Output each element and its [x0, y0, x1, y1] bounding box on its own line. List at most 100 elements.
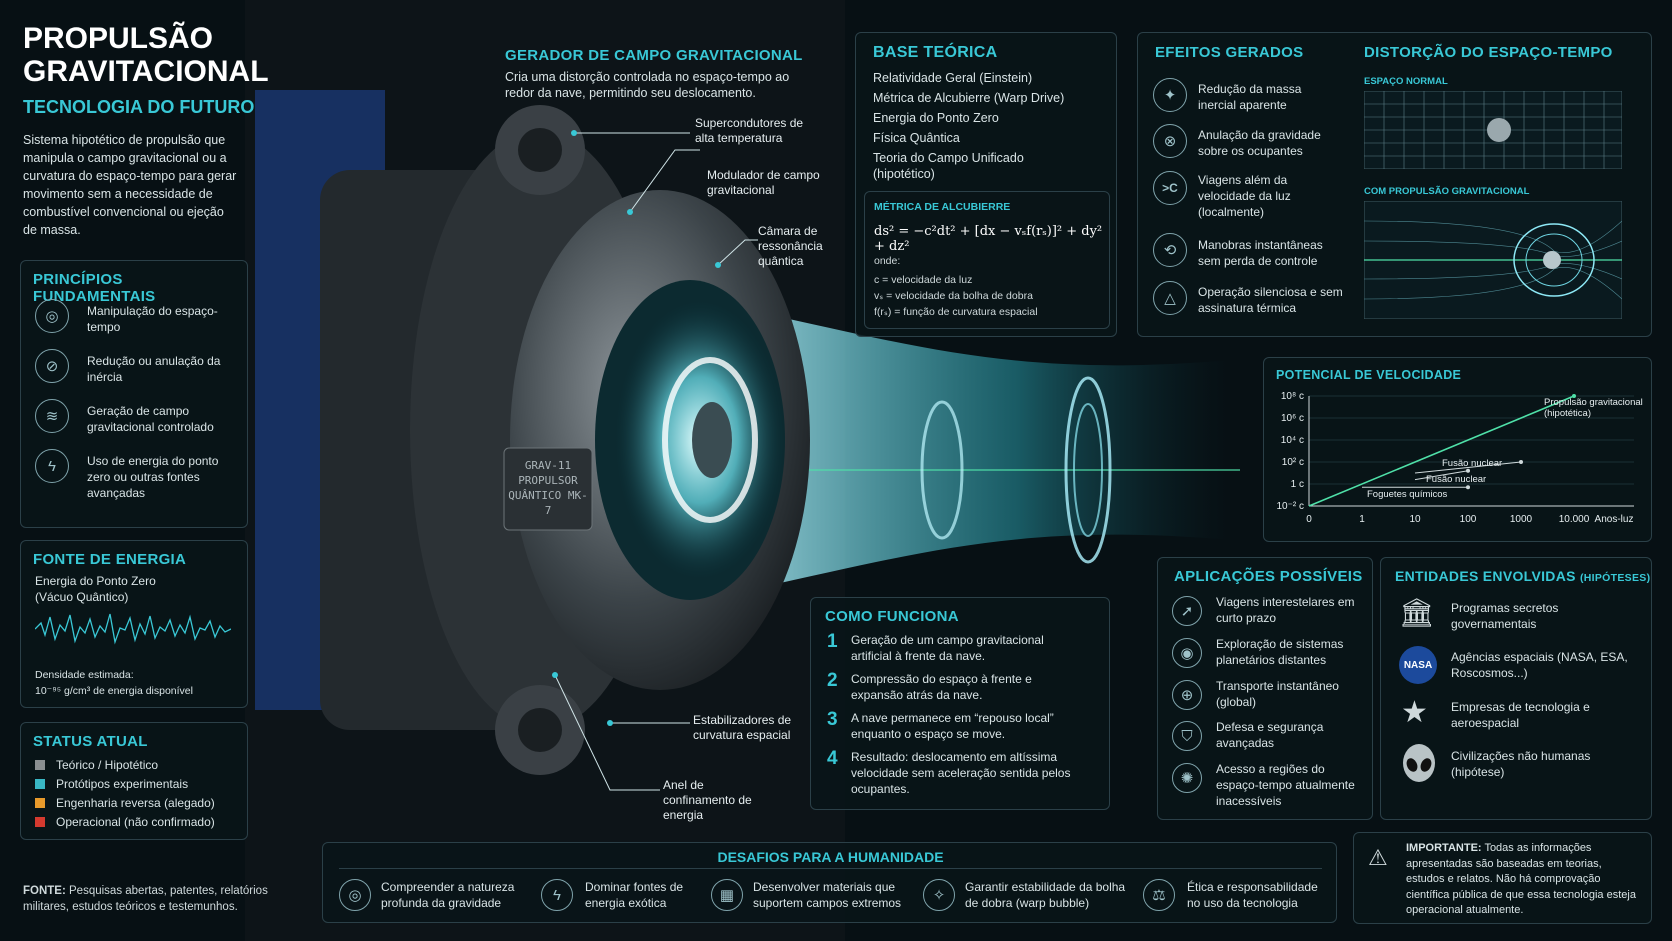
callout-modulator: Modulador de campo gravitacional	[707, 168, 820, 197]
maneuver-icon: ⟲	[1153, 233, 1187, 267]
challenges-title: DESAFIOS PARA A HUMANIDADE	[717, 849, 944, 865]
application-item: Exploração de sistemas planetários dista…	[1216, 637, 1344, 667]
aerospace-icon: ★	[1401, 696, 1428, 729]
theory-title: BASE TEÓRICA	[873, 44, 998, 61]
metric-def: vₛ = velocidade da bolha de dobra	[874, 290, 1033, 302]
x-axis-label: Anos-luz	[1595, 514, 1634, 525]
status-item: Engenharia reversa (alegado)	[56, 796, 215, 810]
principles-panel: PRINCÍPIOS FUNDAMENTAIS ◎ Manipulação do…	[20, 260, 248, 528]
metric-where: onde:	[874, 255, 901, 267]
principle-item: Redução ou anulação da inércia	[87, 354, 221, 384]
step-text: Resultado: deslocamento em altíssima vel…	[851, 750, 1071, 796]
energy-icon: ϟ	[35, 449, 69, 483]
page-subtitle: TECNOLOGIA DO FUTURO	[23, 97, 255, 117]
x-tick-label: 1000	[1510, 514, 1533, 525]
no-inertia-icon: ⊘	[35, 349, 69, 383]
globe-icon: ⊕	[1172, 680, 1202, 710]
step-number: 1	[827, 631, 838, 652]
source-text: Pesquisas abertas, patentes, relatórios …	[23, 885, 268, 913]
energy-panel: FONTE DE ENERGIA Energia do Ponto Zero (…	[20, 540, 248, 708]
entities-title: ENTIDADES ENVOLVIDAS (HIPÓTESES)	[1395, 568, 1650, 584]
source-note: FONTE: Pesquisas abertas, patentes, rela…	[23, 883, 283, 915]
important-panel: ⚠ IMPORTANTE: Todas as informações apres…	[1353, 832, 1652, 924]
engine-plate: GRAV-11 PROPULSOR QUÂNTICO MK-7	[508, 459, 588, 517]
entity-item: Empresas de tecnologia e aeroespacial	[1451, 700, 1590, 730]
y-tick-label: 10⁶ c	[1281, 413, 1304, 424]
entities-title-main: ENTIDADES ENVOLVIDAS	[1395, 568, 1576, 584]
entity-item: Civilizações não humanas (hipótese)	[1451, 749, 1591, 779]
y-tick-label: 10⁴ c	[1281, 435, 1304, 446]
step-number: 4	[827, 748, 838, 769]
principles-title: PRINCÍPIOS FUNDAMENTAIS	[33, 271, 156, 305]
status-item: Teórico / Hipotético	[56, 758, 159, 772]
status-item: Operacional (não confirmado)	[56, 815, 215, 829]
status-swatch	[35, 760, 45, 770]
effect-item: Manobras instantâneas sem perda de contr…	[1198, 238, 1323, 268]
annotation-grav: Propulsão gravitacional (hipotética)	[1544, 397, 1643, 419]
ethics-icon: ⚖	[1143, 879, 1175, 911]
step-text: Compressão do espaço à frente e expansão…	[851, 672, 1032, 702]
theory-item: Energia do Ponto Zero	[873, 111, 999, 125]
generator-desc: Cria uma distorção controlada no espaço-…	[505, 70, 790, 100]
y-tick-label: 10² c	[1282, 457, 1304, 468]
challenges-panel: DESAFIOS PARA A HUMANIDADE ◎ Compreender…	[322, 842, 1337, 923]
metric-formula: ds² = −c²dt² + [dx − vₛf(rₛ)]² + dy² + d…	[874, 224, 1103, 254]
important-note: IMPORTANTE: Todas as informações apresen…	[1406, 841, 1642, 919]
status-swatch	[35, 779, 45, 789]
entities-panel: ENTIDADES ENVOLVIDAS (HIPÓTESES) 🏛 Progr…	[1380, 557, 1652, 820]
annotation-fusion-2: Fusão nuclear	[1426, 474, 1487, 485]
step-text: Geração de um campo gravitacional artifi…	[851, 633, 1044, 663]
energy-source: Energia do Ponto Zero (Vácuo Quântico)	[35, 574, 156, 604]
warp-ring	[1064, 376, 1112, 564]
x-tick-label: 0	[1306, 514, 1312, 525]
spiral-icon: ◎	[35, 299, 69, 333]
callout-superconductors: Supercondutores de alta temperatura	[695, 116, 804, 145]
challenge-item: Ética e responsabilidade no uso da tecno…	[1187, 880, 1318, 910]
speed-title: POTENCIAL DE VELOCIDADE	[1276, 368, 1462, 382]
metric-box: MÉTRICA DE ALCUBIERRE ds² = −c²dt² + [dx…	[864, 191, 1110, 329]
effects-panel: EFEITOS GERADOS ✦ Redução da massa inerc…	[1137, 32, 1652, 337]
field-icon: ≋	[35, 399, 69, 433]
propulsion-space-label: COM PROPULSÃO GRAVITACIONAL	[1364, 186, 1530, 197]
warped-space-grid	[1364, 201, 1622, 319]
series-point	[1466, 485, 1470, 490]
applications-panel: APLICAÇÕES POSSÍVEIS ➚ Viagens intereste…	[1157, 557, 1373, 820]
bolt-icon: ϟ	[541, 879, 573, 911]
normal-space-label: ESPAÇO NORMAL	[1364, 76, 1448, 87]
metric-def: f(rₛ) = função de curvatura espacial	[874, 306, 1038, 318]
title-line-2: GRAVITACIONAL	[23, 55, 269, 88]
source-label: FONTE:	[23, 885, 66, 897]
callout-chamber: Câmara de ressonância quântica	[758, 224, 823, 268]
step-text: A nave permanece em “repouso local” enqu…	[851, 711, 1054, 741]
challenge-item: Dominar fontes de energia exótica	[585, 880, 684, 910]
effect-item: Viagens além da velocidade da luz (local…	[1198, 173, 1291, 219]
distortion-title: DISTORÇÃO DO ESPAÇO-TEMPO	[1364, 44, 1613, 61]
wormhole-icon: ✺	[1172, 763, 1202, 793]
status-swatch	[35, 798, 45, 808]
x-tick-label: 100	[1460, 514, 1477, 525]
intro-text: Sistema hipotético de propulsão que mani…	[23, 133, 237, 237]
series-point	[1466, 468, 1470, 473]
nasa-logo-icon: NASA	[1399, 646, 1437, 684]
effect-item: Anulação da gravidade sobre os ocupantes	[1198, 128, 1321, 158]
callout-ring: Anel de confinamento de energia	[663, 778, 752, 822]
warning-icon: ⚠	[1368, 845, 1388, 870]
series-point	[1572, 394, 1576, 398]
title-line-1: PROPULSÃO	[23, 22, 214, 55]
entities-title-suffix: (HIPÓTESES)	[1579, 572, 1651, 584]
theory-item: Relatividade Geral (Einstein)	[873, 71, 1033, 85]
silent-icon: △	[1153, 281, 1187, 315]
application-item: Defesa e segurança avançadas	[1216, 720, 1324, 750]
metric-title: MÉTRICA DE ALCUBIERRE	[874, 201, 1011, 213]
faster-than-light-icon: >C	[1153, 171, 1187, 205]
status-panel: STATUS ATUAL Teórico / Hipotético Protót…	[20, 722, 248, 840]
important-text: Todas as informações apresentadas são ba…	[1406, 842, 1636, 916]
annotation-fusion-1: Fusão nuclear	[1442, 458, 1503, 469]
gravity-icon: ◎	[339, 879, 371, 911]
x-tick-label: 1	[1359, 514, 1365, 525]
government-icon: 🏛	[1399, 597, 1435, 628]
annotation-chemical: Foguetes químicos	[1367, 489, 1448, 500]
step-number: 3	[827, 709, 838, 730]
